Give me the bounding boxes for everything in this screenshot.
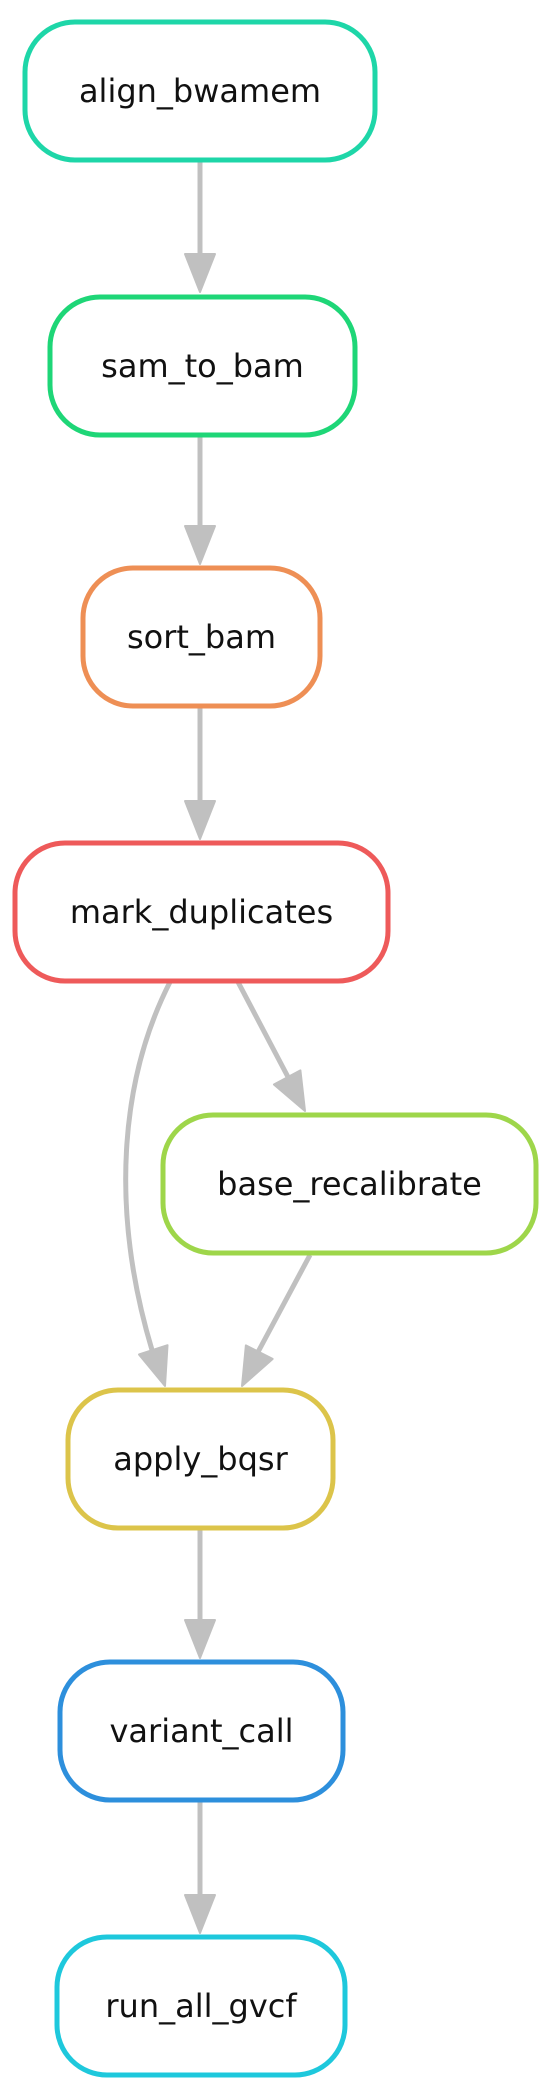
node-label: mark_duplicates: [70, 893, 333, 931]
edge-line: [123, 980, 173, 1351]
node-align-bwamem[interactable]: align_bwamem: [22, 19, 378, 163]
node-variant-call[interactable]: variant_call: [57, 1659, 346, 1803]
arrowhead-icon: [137, 1344, 169, 1387]
arrowhead-icon: [184, 800, 216, 840]
edge-line: [255, 1253, 313, 1354]
arrowhead-icon: [184, 1894, 216, 1934]
node-label: sort_bam: [127, 618, 276, 656]
edge-sort_bam-to-mark_duplicates: [184, 708, 216, 840]
node-label: sam_to_bam: [101, 347, 304, 385]
edge-variant_call-to-run_all_gvcf: [184, 1802, 216, 1934]
edge-apply_bqsr-to-variant_call: [184, 1530, 216, 1659]
edge-mark_duplicates-to-apply_bqsr: [123, 980, 173, 1387]
node-box: [57, 1659, 346, 1803]
node-base-recalibrate[interactable]: base_recalibrate: [160, 1112, 539, 1256]
edge-mark_duplicates-to-base_recalibrate: [235, 980, 306, 1112]
node-mark-duplicates[interactable]: mark_duplicates: [12, 840, 391, 984]
arrowhead-icon: [241, 1344, 274, 1387]
node-label: align_bwamem: [79, 72, 321, 110]
node-box: [12, 840, 391, 984]
node-box: [54, 1934, 348, 2078]
node-box: [22, 19, 378, 163]
node-run-all-gvcf[interactable]: run_all_gvcf: [54, 1934, 348, 2078]
node-box: [160, 1112, 539, 1256]
edges-layer: [123, 162, 313, 1934]
node-label: base_recalibrate: [217, 1165, 482, 1203]
node-box: [80, 565, 323, 709]
node-label: run_all_gvcf: [105, 1987, 297, 2025]
arrowhead-icon: [184, 253, 216, 293]
arrowhead-icon: [184, 1619, 216, 1659]
edge-sam_to_bam-to-sort_bam: [184, 437, 216, 565]
arrowhead-icon: [184, 525, 216, 565]
node-sam-to-bam[interactable]: sam_to_bam: [47, 294, 358, 438]
edge-line: [235, 980, 291, 1079]
edge-base_recalibrate-to-apply_bqsr: [241, 1253, 313, 1387]
node-sort-bam[interactable]: sort_bam: [80, 565, 323, 709]
node-label: apply_bqsr: [113, 1440, 288, 1478]
node-apply-bqsr[interactable]: apply_bqsr: [65, 1387, 336, 1531]
node-box: [65, 1387, 336, 1531]
node-box: [47, 294, 358, 438]
node-label: variant_call: [109, 1712, 293, 1750]
edge-align_bwamem-to-sam_to_bam: [184, 162, 216, 293]
arrowhead-icon: [272, 1069, 306, 1112]
nodes-layer: align_bwamem sam_to_bam sort_bam mark_dupli…: [12, 19, 539, 2078]
